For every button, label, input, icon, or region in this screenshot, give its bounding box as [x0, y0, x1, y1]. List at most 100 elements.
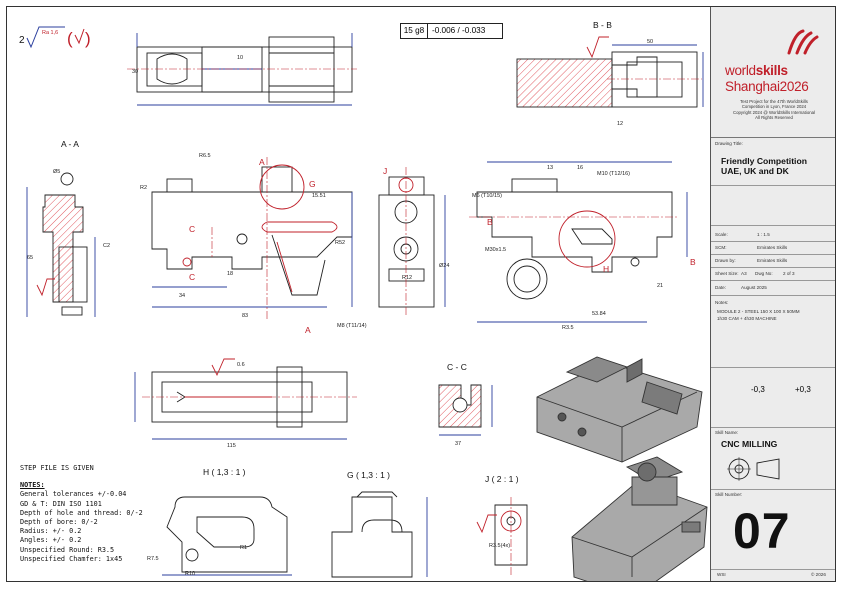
view-label-j: J ( 2 : 1 ) — [485, 474, 519, 484]
section-aa-view — [26, 172, 96, 317]
side-view-j — [378, 167, 446, 317]
dim-label: 34 — [179, 293, 185, 299]
dim-label: 37 — [455, 441, 461, 447]
bottom-view — [134, 358, 357, 440]
scm-label: SCM: — [715, 245, 727, 250]
note-line: Angles: +/- 0.2 — [20, 536, 82, 545]
skill-number-label: Skill Number: — [715, 492, 743, 497]
footer-right: © 2026 — [811, 572, 826, 577]
drawing-canvas: A A G C C B B H J 10 30 50 83 34 18 65 1… — [26, 33, 708, 581]
dim-label: R52 — [335, 240, 345, 246]
dim-label: R2 — [140, 185, 147, 191]
dim-label: Ø24 — [439, 263, 449, 269]
time-note: 1h30 CAM + 4h30 MACHINE — [717, 316, 777, 321]
dim-label: 30 — [132, 69, 138, 75]
dim-label: R7.5 — [147, 556, 159, 562]
dim-label: 18 — [227, 271, 233, 277]
module-note: MODULE 2 - STEEL 150 X 100 X 50MM — [717, 309, 800, 314]
section-marker-j: J — [383, 166, 387, 176]
section-marker-a-2: A — [305, 325, 311, 335]
dim-label: R3.5 — [562, 325, 574, 331]
dim-label: R3.5(4x) — [489, 543, 510, 549]
note-line: Depth of bore: 0/-2 — [20, 518, 98, 527]
dim-label: M30x1.5 — [485, 247, 506, 253]
section-marker-h: H — [603, 264, 609, 274]
drawn-by-value: Emirates Skills — [757, 258, 788, 263]
sheet-size-value: A3 — [741, 271, 747, 276]
dim-label: 0.6 — [237, 362, 245, 368]
dim-label: R1 — [240, 545, 247, 551]
dim-label: M6 (T10/15) — [472, 193, 502, 199]
view-label-aa: A - A — [61, 139, 79, 149]
dim-label: 83 — [242, 313, 248, 319]
copy-line: Test Project for the 47th WorldSkills — [740, 99, 808, 104]
detail-j-view — [476, 497, 528, 575]
dim-label: Ø5 — [53, 169, 60, 175]
top-view — [127, 33, 357, 106]
notes-title: NOTES: — [20, 481, 45, 490]
dim-label: 12 — [617, 121, 623, 127]
brand-name: worldskills — [725, 63, 788, 78]
section-cc-view — [438, 384, 493, 436]
dim-label: 16 — [577, 165, 583, 171]
dim-label: 15.51 — [312, 193, 326, 199]
drawing-title-label: Drawing Title: — [715, 141, 743, 146]
drawn-by-label: Drawn by: — [715, 258, 736, 263]
note-line: General tolerances +/-0.04 — [20, 490, 127, 499]
copy-line: Competition in Lyon, France 2024 — [741, 104, 807, 110]
note-line: Unspecified Round: R3.5 — [20, 545, 115, 554]
view-label-h: H ( 1,3 : 1 ) — [203, 467, 246, 477]
dim-label: 50 — [647, 39, 653, 45]
step-file-note: STEP FILE IS GIVEN — [20, 464, 94, 472]
date-value: August 2025 — [741, 285, 767, 290]
tol-right: +0,3 — [795, 385, 811, 394]
section-marker-b: B — [487, 217, 493, 227]
copyright-text: Test Project for the 47th WorldSkills Co… — [719, 99, 829, 121]
section-marker-c-2: C — [189, 272, 195, 282]
right-view — [469, 161, 688, 323]
worldskills-mark-icon — [787, 29, 819, 55]
fit-tolerance-box: 15 g8 -0.006 / -0.033 — [400, 23, 503, 39]
dim-label: R10 — [185, 571, 195, 577]
isometric-view-2 — [571, 456, 708, 581]
skill-number: 07 — [733, 503, 791, 559]
view-label-cc: C - C — [447, 362, 467, 372]
surface-finish-svg: 2 Ra 1,6 ( ) — [19, 26, 91, 49]
scale-value: 1 : 1.5 — [757, 232, 770, 237]
brand-city: Shanghai2026 — [725, 79, 809, 94]
worldskills-logo: worldskills Shanghai2026 Test Project fo… — [711, 7, 835, 138]
section-bb-view — [516, 36, 704, 108]
fit-class: 15 g8 — [401, 24, 428, 38]
drawing-sheet: 2 Ra 1,6 ( ) 15 g8 -0.006 / -0.033 — [6, 6, 836, 582]
dim-label: 53.84 — [592, 311, 606, 317]
section-marker-b-2: B — [690, 257, 696, 267]
skill-name-label: Skill Name: — [715, 430, 739, 435]
drawing-title: Friendly Competition UAE, UK and DK — [721, 156, 807, 176]
projection-symbol-icon — [727, 457, 780, 481]
section-marker-g: G — [309, 179, 316, 189]
copy-line: All Rights Reserved — [755, 115, 793, 121]
sheet-size-label: Sheet Size: — [715, 271, 739, 276]
drawing-title-line: UAE, UK and DK — [721, 166, 789, 176]
surface-finish-prefix: 2 — [19, 35, 25, 46]
scale-label: Scale: — [715, 232, 728, 237]
dim-label: C2 — [103, 243, 110, 249]
dim-label: 10 — [237, 55, 243, 61]
isometric-view-1 — [536, 356, 703, 463]
view-label-g: G ( 1,3 : 1 ) — [347, 470, 390, 480]
detail-h-view — [162, 496, 292, 576]
tol-left: -0,3 — [751, 385, 765, 394]
notes-label: Notes: — [715, 300, 729, 305]
date-label: Date: — [715, 285, 726, 290]
dim-label: M8 (T11/14) — [337, 323, 367, 329]
dim-label: R12 — [402, 275, 412, 281]
note-line: Unspecified Chamfer: 1x45 — [20, 554, 123, 563]
brand-regular: world — [725, 63, 756, 78]
dwg-no-value: 2 of 3 — [783, 271, 795, 276]
copy-line: Copyright 2024 @ WorldSkills Internation… — [733, 109, 815, 115]
note-line: Radius: +/- 0.2 — [20, 527, 82, 536]
fit-range: -0.006 / -0.033 — [432, 26, 486, 35]
surface-finish-symbol: 2 Ra 1,6 ( ) — [17, 23, 107, 58]
general-notes: STEP FILE IS GIVEN NOTES: General tolera… — [20, 464, 180, 564]
section-marker-c: C — [189, 224, 195, 234]
